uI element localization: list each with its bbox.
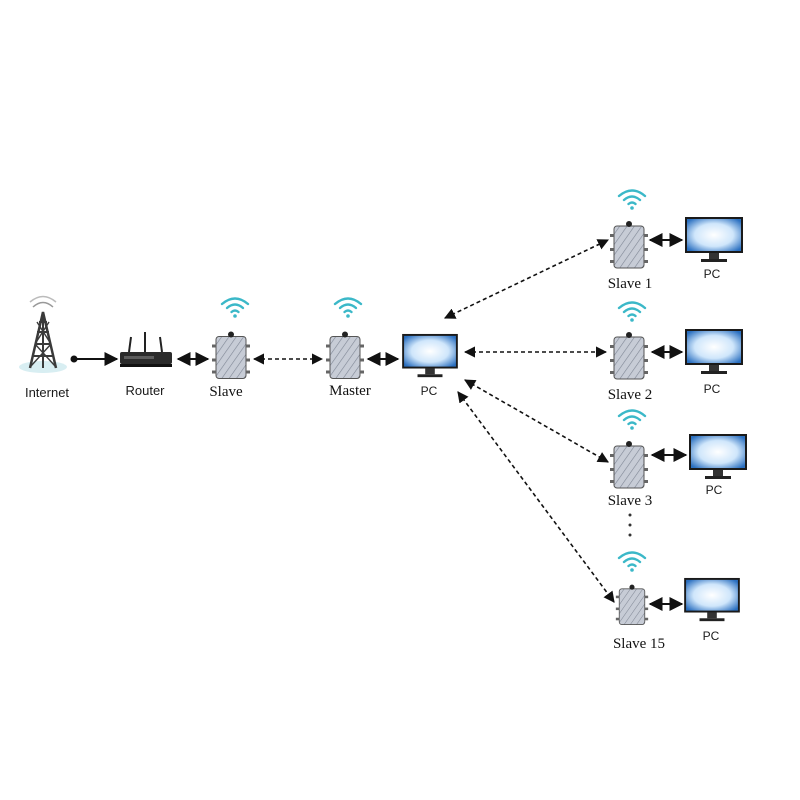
link-pc-slave1 — [443, 239, 610, 319]
link-pc-slave15 — [457, 391, 615, 603]
pc2-node: PC — [685, 329, 743, 396]
slave2-label: Slave 2 — [608, 387, 653, 403]
wifi-icon — [220, 297, 250, 318]
wifi-icon — [617, 301, 647, 322]
monitor-icon — [689, 434, 747, 479]
slave-label: Slave — [209, 384, 243, 400]
slave15-label: Slave 15 — [613, 636, 665, 652]
monitor-icon — [684, 577, 740, 622]
wireless-bridge-icon — [609, 220, 649, 269]
internet-node: Internet — [19, 295, 69, 400]
wireless-bridge-icon — [609, 440, 649, 489]
connections — [70, 233, 688, 611]
router-icon — [120, 332, 172, 367]
router-node: Router — [120, 332, 172, 398]
master-label: Master — [329, 383, 371, 399]
router-label: Router — [125, 383, 165, 398]
slave3-node: Slave 3 — [608, 409, 653, 509]
wifi-icon — [617, 189, 647, 210]
pc15-label: PC — [703, 629, 720, 643]
internet-label: Internet — [25, 385, 69, 400]
slave-node: Slave — [209, 297, 251, 400]
monitor-icon — [685, 329, 743, 374]
slave1-node: Slave 1 — [608, 189, 653, 292]
wireless-bridge-icon — [609, 331, 649, 380]
link-internet-dot — [70, 355, 78, 363]
wifi-icon — [333, 297, 363, 318]
pc-center-label: PC — [421, 384, 438, 398]
slave15-node: Slave 15 — [613, 551, 665, 652]
cell-tower-icon — [19, 295, 67, 373]
pc1-label: PC — [704, 267, 721, 281]
monitor-icon — [402, 333, 458, 378]
wireless-bridge-icon — [325, 330, 365, 380]
wireless-bridge-icon — [615, 584, 649, 626]
pc1-node: PC — [685, 217, 743, 281]
pc2-label: PC — [704, 382, 721, 396]
slave2-node: Slave 2 — [608, 301, 653, 403]
wifi-icon — [617, 409, 647, 430]
master-node: Master — [325, 297, 371, 399]
slave3-label: Slave 3 — [608, 493, 653, 509]
link-pc-slave3 — [464, 379, 609, 463]
slave1-label: Slave 1 — [608, 276, 653, 292]
pc-center-node: PC — [402, 333, 458, 398]
wifi-icon — [617, 551, 647, 572]
pc3-label: PC — [706, 483, 723, 497]
ellipsis-dots — [628, 513, 632, 537]
wireless-bridge-icon — [211, 330, 251, 380]
pc15-node: PC — [684, 577, 740, 643]
pc3-node: PC — [689, 434, 747, 497]
monitor-icon — [685, 217, 743, 262]
